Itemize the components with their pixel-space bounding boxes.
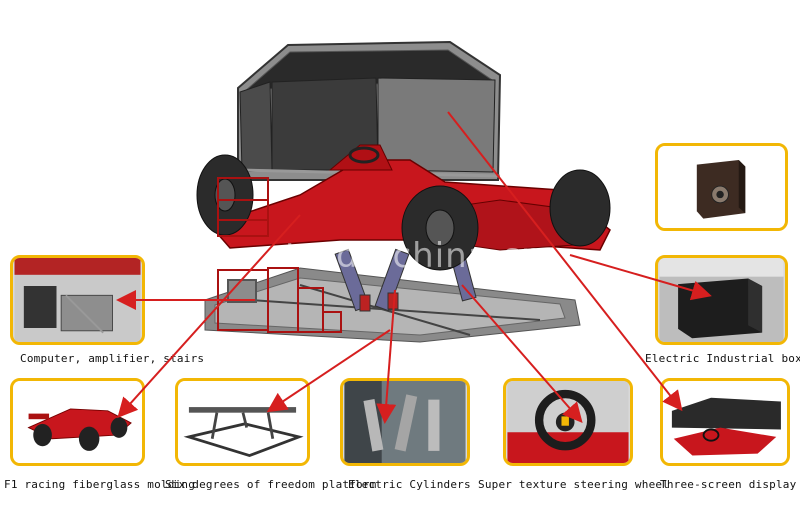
thumb-three-screen: [660, 378, 790, 466]
thumb-electric-cylinders: [340, 378, 470, 466]
speaker-box-photo: [659, 146, 784, 228]
computer-photo: [14, 258, 141, 342]
thumb-steering-wheel: [503, 378, 633, 466]
label-computer-amplifier-stairs: Computer, amplifier, stairs: [20, 352, 205, 365]
f1-car-photo: [14, 381, 141, 463]
label-f1-fiberglass: F1 racing fiberglass molding: [4, 478, 196, 491]
thumb-computer-amplifier-stairs: [10, 255, 145, 345]
thumb-industrial-box: [655, 143, 788, 231]
cylinders-photo: [344, 381, 466, 463]
thumb-six-dof-platform: [175, 378, 310, 466]
watermark-text: trade.china.cn: [285, 236, 544, 276]
platform-photo: [179, 381, 306, 463]
label-three-screen: Three-screen display: [660, 478, 797, 491]
label-electric-industrial-box: Electric Industrial box: [645, 352, 800, 365]
label-electric-cylinders: Electric Cylinders: [348, 478, 471, 491]
steering-wheel-photo: [507, 381, 629, 463]
thumb-f1-fiberglass: [10, 378, 145, 466]
label-six-dof-platform: Six degrees of freedom platform: [165, 478, 377, 491]
thumb-electric-industrial-box: [655, 255, 788, 345]
label-steering-wheel: Super texture steering wheel: [478, 478, 670, 491]
industrial-box-photo: [659, 258, 784, 342]
three-screen-photo: [664, 381, 786, 463]
